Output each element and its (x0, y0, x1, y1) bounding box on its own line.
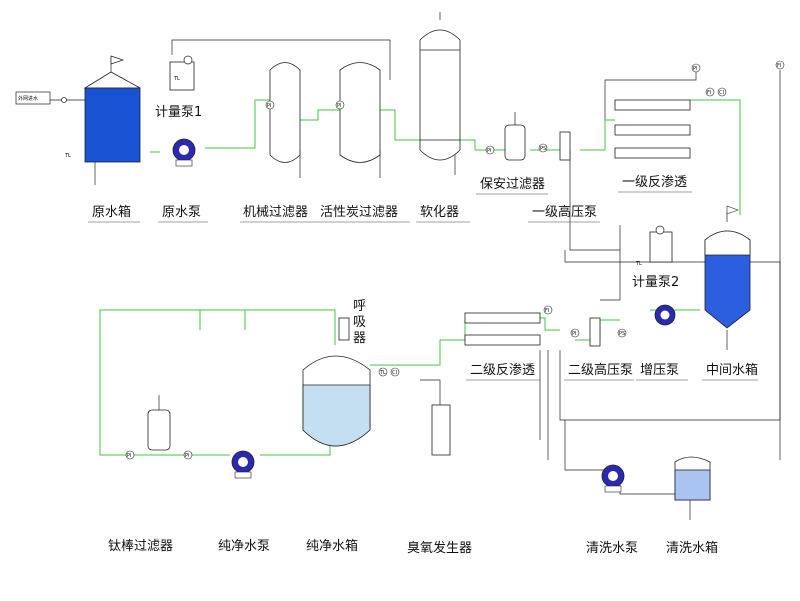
raw-pump (172, 138, 196, 167)
label-ozone: 臭氧发生器 (407, 540, 472, 556)
label-booster-pump: 增压泵 (640, 363, 679, 378)
ro1-membranes: PI FI CI FI (614, 60, 785, 159)
label-breather: 呼吸器 (353, 299, 366, 346)
outlet-box: 外网进水 (15, 91, 67, 105)
pi-gauge: PI (127, 453, 132, 459)
label-raw-tank: 原水箱 (92, 204, 131, 220)
label-dosing-pump-1: 计量泵1 (155, 105, 202, 120)
ps-switch: PS (619, 331, 625, 337)
pi-gauge: PI (337, 103, 342, 109)
mechanical-filter: PI (265, 62, 301, 163)
fi-gauge: FI (777, 63, 781, 69)
label-cip-pump: 清洗水泵 (586, 541, 638, 556)
label-ro2: 二级反渗透 (470, 363, 535, 378)
label-mid-tank: 中间水箱 (706, 362, 758, 378)
breather (338, 317, 350, 341)
tl-indicator: TL (64, 153, 71, 159)
ozone-generator (431, 404, 451, 456)
tl-indicator: TL (635, 261, 642, 267)
equipment-labels: 原水箱 原水泵 计量泵1 机械过滤器 活性炭过滤器 软化器 保安过滤器 一级高压… (88, 105, 758, 556)
label-hp-pump-2: 二级高压泵 (568, 362, 633, 378)
pi-gauge: PI (185, 453, 190, 459)
pi-gauge: PI (572, 331, 577, 337)
pi-gauge: PI (487, 148, 492, 154)
outlet-label: 外网进水 (18, 95, 38, 102)
fi-gauge: FI (545, 308, 549, 314)
pure-water-pump (231, 450, 255, 479)
breather-label: 呼吸器 (353, 299, 366, 346)
label-ti-filter: 钛棒过滤器 (108, 539, 173, 554)
ps-switch: PS (540, 146, 546, 152)
fi-gauge: FI (707, 90, 711, 96)
cip-water-fill (674, 469, 711, 501)
pi-gauge: PI (267, 103, 272, 109)
middle-water-tank (704, 205, 751, 329)
tl-indicator: TL (379, 370, 386, 376)
ci-gauge: CI (719, 90, 724, 96)
label-softener: 软化器 (420, 205, 459, 220)
hp-pump-2: PI PS (570, 317, 627, 347)
label-pure-tank: 纯净水箱 (306, 538, 358, 554)
label-carbon-filter: 活性炭过滤器 (320, 205, 398, 220)
cip-tank (674, 456, 711, 501)
ti-rod-filter: PI PI (125, 395, 193, 460)
label-security-filter: 保安过滤器 (480, 177, 545, 192)
cip-pump (601, 464, 625, 493)
pi-gauge: PI (693, 66, 698, 72)
ci-gauge: CI (392, 370, 397, 376)
label-ro1: 一级反渗透 (622, 175, 687, 190)
raw-water-tank: TL (64, 55, 141, 163)
pure-water-tank: TL CI (302, 355, 400, 447)
label-dosing-pump-2: 计量泵2 (632, 275, 679, 290)
security-filter: PI (485, 112, 526, 161)
label-mech-filter: 机械过滤器 (243, 205, 308, 220)
raw-water-fill (84, 87, 141, 163)
carbon-filter: PI (335, 62, 381, 163)
label-hp-pump-1: 一级高压泵 (532, 204, 597, 220)
hp-pump-1: PS (538, 131, 571, 161)
label-cip-tank: 清洗水箱 (666, 540, 718, 556)
label-pure-pump: 纯净水泵 (218, 539, 270, 554)
softener (419, 12, 461, 161)
booster-pump (654, 304, 676, 326)
tl-indicator: TL (173, 76, 180, 82)
ro2-membranes: FI (464, 305, 553, 346)
pure-water-fill (302, 384, 371, 447)
dosing-pump-2: TL (635, 225, 673, 267)
label-raw-pump: 原水泵 (162, 205, 201, 220)
dosing-pump-1: TL (169, 55, 195, 91)
